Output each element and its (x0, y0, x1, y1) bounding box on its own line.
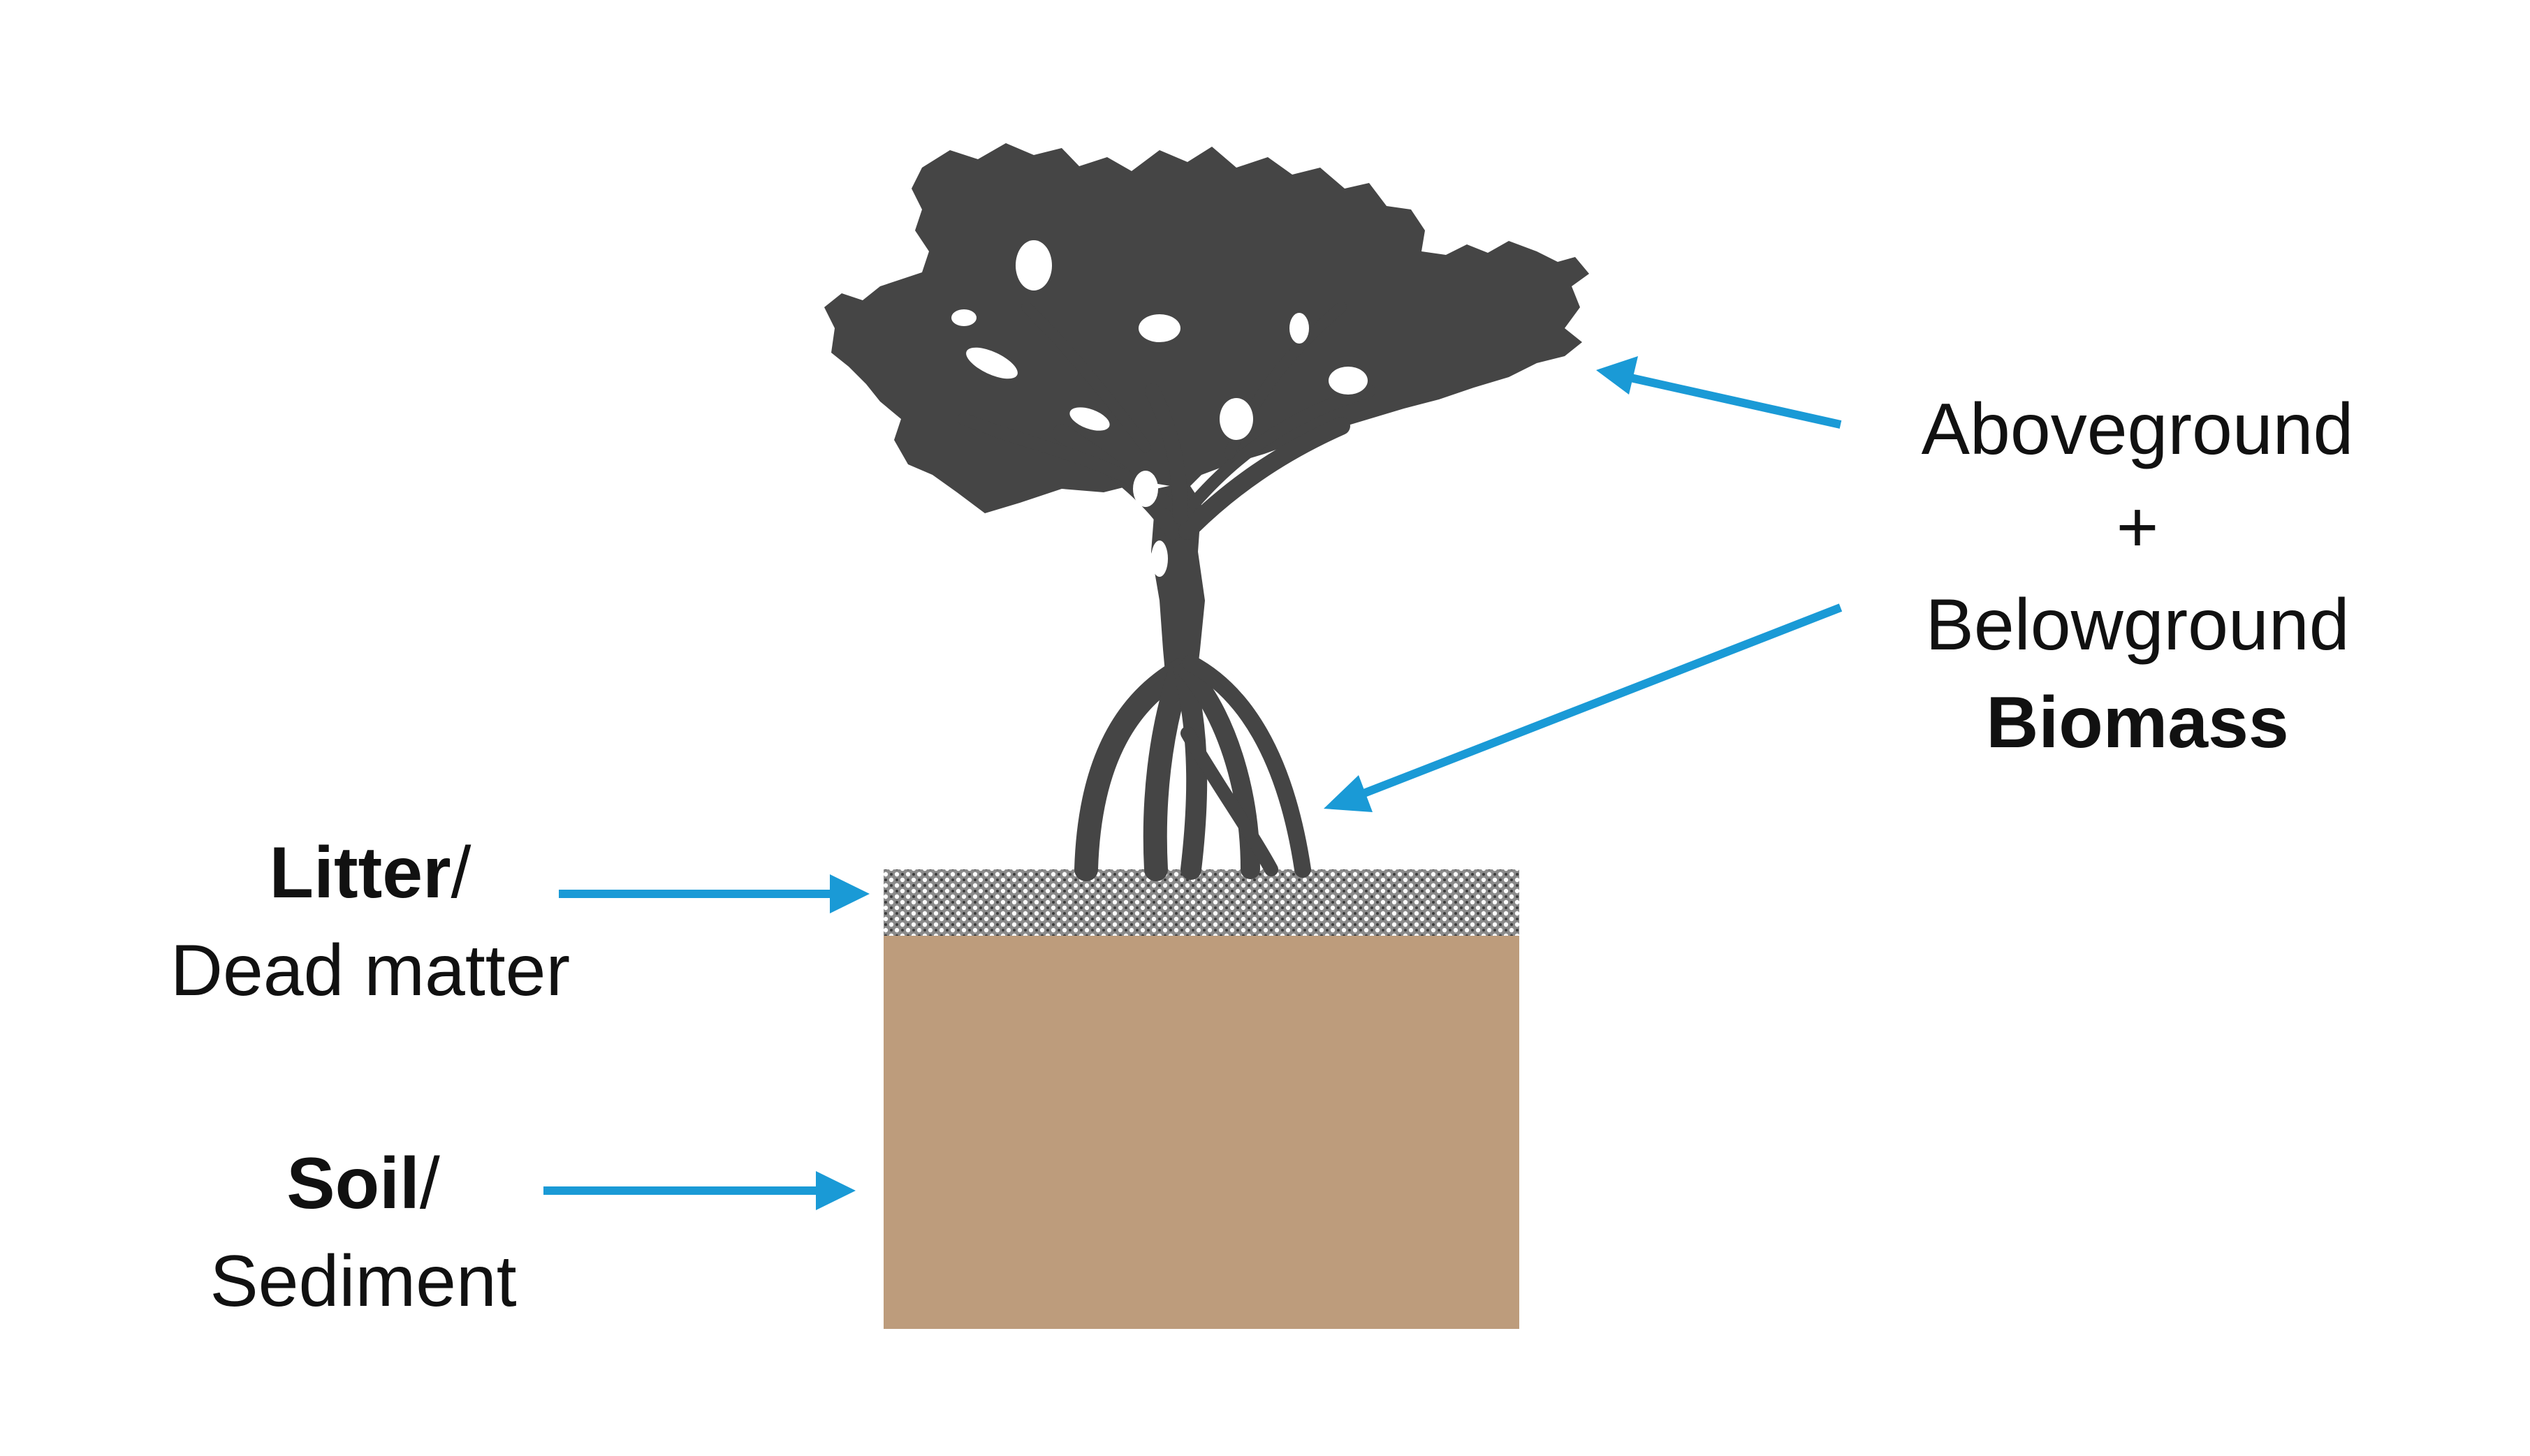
belowground-arrowhead (1324, 775, 1373, 812)
belowground-text: Belowground (1925, 584, 2350, 666)
soil-arrowhead (816, 1171, 856, 1210)
litter-layer (884, 869, 1519, 936)
soil-slash: / (419, 1143, 440, 1224)
arrows (543, 356, 1843, 1210)
litter-slash: / (451, 832, 471, 913)
soil-text: Soil (286, 1143, 420, 1224)
soil-block (884, 934, 1519, 1329)
canopy-gaps (951, 240, 1368, 577)
litter-arrowhead (830, 874, 870, 913)
aboveground-arrow (1626, 373, 1842, 429)
soil-label: Soil/ Sediment (119, 1135, 608, 1330)
mangrove-tree-silhouette-icon (824, 143, 1589, 881)
plus-text: + (2116, 487, 2159, 568)
aboveground-arrowhead (1596, 356, 1638, 395)
belowground-arrow (1360, 603, 1843, 798)
aboveground-text: Aboveground (1921, 389, 2354, 470)
biomass-label: Aboveground + Belowground Biomass (1837, 381, 2438, 772)
dead-matter-text: Dead matter (170, 930, 571, 1011)
litter-label: Litter/ Dead matter (112, 824, 629, 1020)
sediment-text: Sediment (210, 1241, 517, 1322)
biomass-text: Biomass (1986, 682, 2289, 763)
litter-text: Litter (269, 832, 451, 913)
